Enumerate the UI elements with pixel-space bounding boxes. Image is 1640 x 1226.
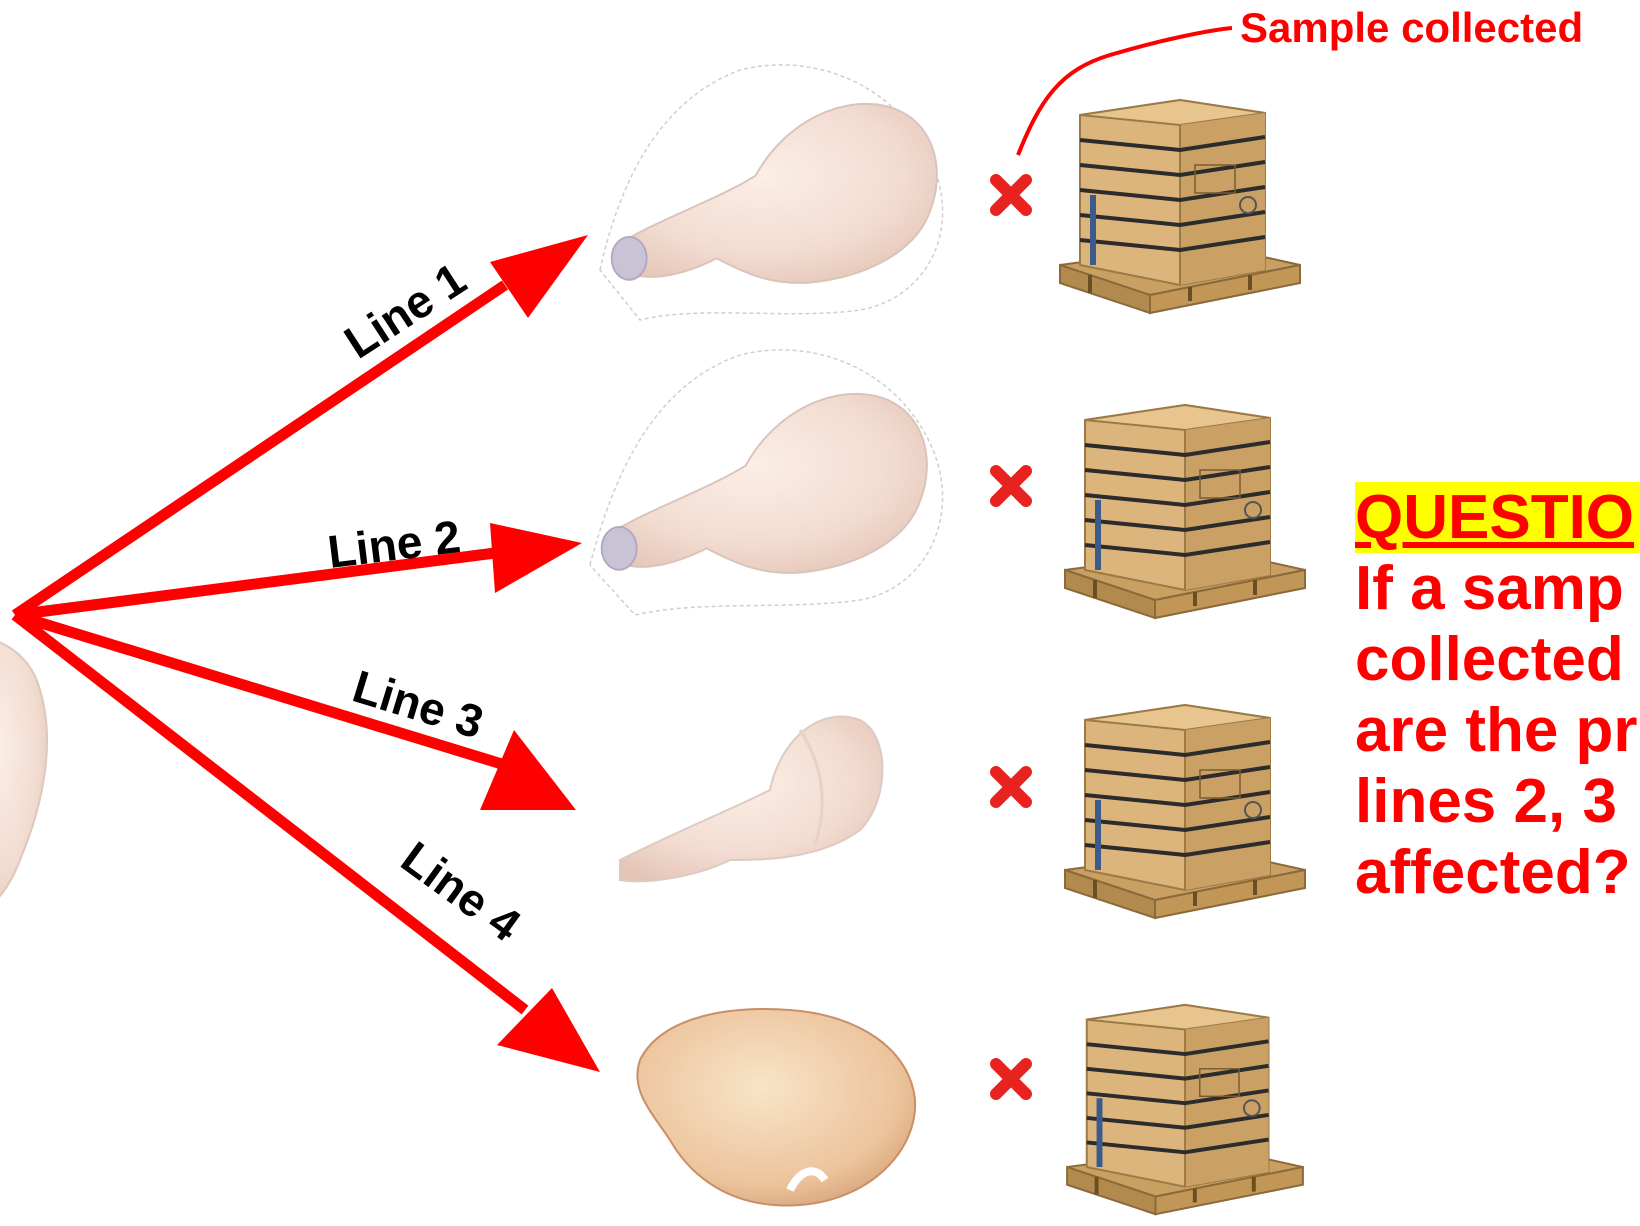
line-4-arrow [15,615,600,1072]
x-mark-icon [996,1064,1026,1094]
drumstick-image-3 [620,716,883,881]
x-mark-icon [996,180,1026,210]
x-mark-icon [996,471,1026,501]
drumstick-image-1 [600,65,943,320]
drumstick-image-2 [590,350,943,615]
cardboard-box-on-pallet-2 [1065,405,1305,618]
line-4-label: Line 4 [392,831,530,951]
source-chicken-image [0,637,47,915]
question-line: If a samp [1355,553,1640,624]
question-line: affected? [1355,837,1640,908]
question-line: are the pr [1355,695,1640,766]
sample-collected-label: Sample collected [1240,4,1583,52]
question-title: QUESTIO [1355,482,1640,553]
line-2-arrow [15,523,582,615]
cardboard-box-on-pallet-3 [1065,705,1305,918]
cardboard-box-on-pallet-1 [1060,100,1300,313]
question-line: lines 2, 3 [1355,766,1640,837]
x-mark-icon [996,772,1026,802]
thigh-image [637,1009,915,1205]
line-3-arrow [15,615,576,810]
cardboard-box-on-pallet-4 [1067,1005,1303,1214]
question-line: collected [1355,624,1640,695]
line-2-label: Line 2 [325,510,463,578]
question-block: QUESTIO If a samp collected are the pr l… [1355,482,1640,908]
